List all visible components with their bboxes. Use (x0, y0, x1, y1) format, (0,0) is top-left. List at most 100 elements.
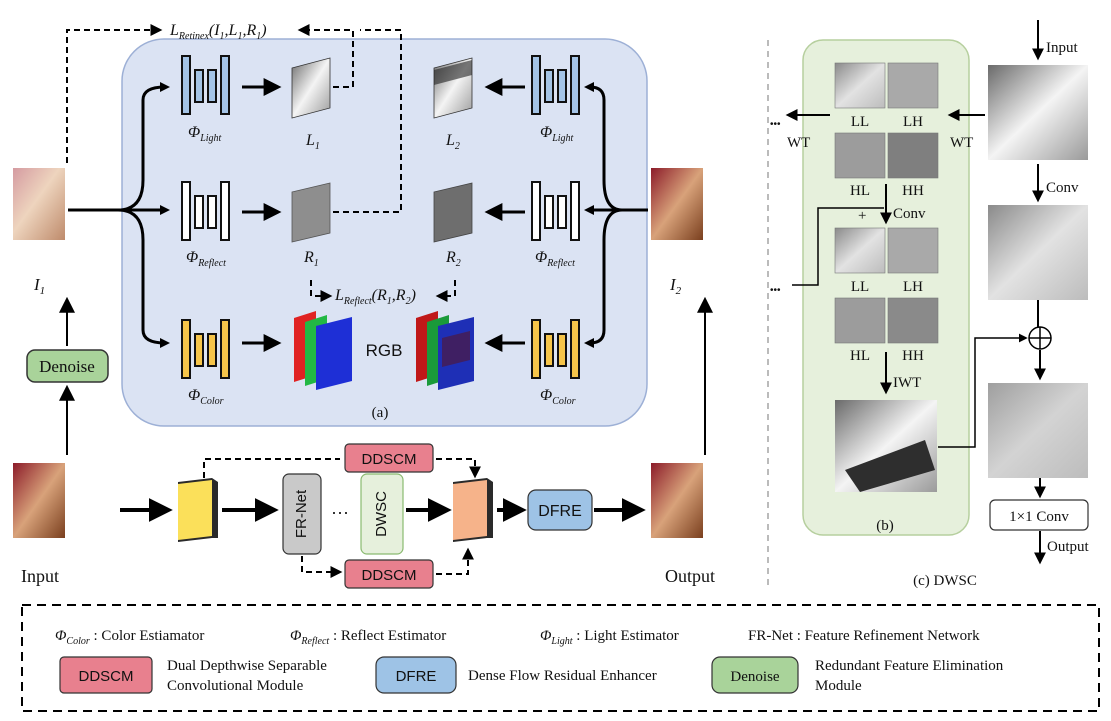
conv1x1-label: 1×1 Conv (1009, 509, 1069, 525)
legend-dfre-desc: Dense Flow Residual Enhancer (468, 668, 657, 684)
output-label: Output (665, 566, 715, 586)
panel-c-label: (c) DWSC (913, 573, 977, 589)
iwt-output-image (835, 400, 937, 492)
phi-light-label-right: ΦLight (540, 124, 574, 144)
image-i2-label: I2 (669, 275, 682, 297)
retinex-loss-label: LRetinex(I1,L1,R1) (169, 22, 267, 42)
image-i1-label: I1 (33, 275, 45, 297)
retinex-loss-path-r1 (333, 29, 402, 213)
ddscm-top-to-concat (436, 458, 481, 479)
image-c-conv (988, 205, 1088, 300)
branch-arrows-left (68, 85, 166, 345)
legend-box (21, 604, 1100, 712)
ddscm-label-bottom: DDSCM (362, 567, 417, 584)
image-i1 (13, 168, 65, 240)
estimator-light-right (531, 55, 580, 115)
hh-label-top: HH (902, 183, 924, 199)
sum-node (1028, 326, 1052, 350)
hh-label-bottom: HH (902, 348, 924, 364)
hl-label-top: HL (850, 183, 870, 199)
retinex-loss-path-left (66, 24, 163, 163)
image-output (651, 463, 703, 538)
legend-dfre-label: DFRE (396, 668, 437, 685)
conv-label-b: Conv (893, 206, 926, 222)
frnet-label: FR-Net (293, 489, 310, 538)
legend-frnet: FR-Net : Feature Refinement Network (748, 628, 980, 644)
retinex-loss-path-l1 (297, 24, 354, 88)
image-c-sum (988, 383, 1088, 478)
ddscm-label-top: DDSCM (362, 451, 417, 468)
dots-top: ••• (770, 119, 781, 130)
iwt-label: IWT (893, 375, 921, 391)
frnet-box (282, 473, 322, 555)
map-l1-label: L1 (305, 132, 320, 152)
legend-denoise-desc-2: Module (815, 678, 862, 694)
wt-label-right: WT (950, 135, 973, 151)
legend-ddscm-desc-2: Convolutional Module (167, 678, 304, 694)
conv-label-c: Conv (1046, 180, 1079, 196)
legend-denoise-label: Denoise (730, 669, 779, 685)
ddscm-bottom-to-concat (436, 547, 474, 575)
lh-label-bottom: LH (903, 279, 923, 295)
feature-block-orange (453, 478, 493, 542)
map-l2-label: L2 (445, 132, 460, 152)
feature-block-yellow (178, 478, 218, 542)
rgb-label: RGB (366, 341, 403, 360)
denoise-label: Denoise (39, 357, 95, 376)
estimator-light-left (181, 55, 230, 115)
dfre-label: DFRE (538, 503, 582, 520)
map-r1-label: R1 (303, 249, 319, 269)
phi-reflect-label-right: ΦReflect (535, 249, 575, 269)
lh-label-top: LH (903, 114, 923, 130)
phi-color-label-right: ΦColor (540, 387, 576, 407)
estimator-reflect-right (531, 181, 580, 241)
dots-line-to-sum (792, 207, 884, 286)
estimator-color-right (531, 319, 580, 379)
skip-dashed-bottom (301, 556, 343, 578)
wavelet-subbands-bottom (834, 227, 939, 344)
ddscm-box-top (344, 443, 434, 473)
output-label-c: Output (1047, 539, 1090, 555)
map-l2 (433, 57, 473, 119)
estimator-color-left (181, 319, 230, 379)
estimator-reflect-left (181, 181, 230, 241)
wt-label-left: WT (787, 135, 810, 151)
plus-label: + (858, 208, 866, 224)
map-l1 (291, 57, 331, 119)
panel-a-background (121, 38, 648, 427)
ll-label-top: LL (851, 114, 869, 130)
reflect-loss-path-right (435, 280, 456, 302)
map-r2-label: R2 (445, 249, 461, 269)
branch-arrows-right (589, 85, 648, 345)
phi-color-label-left: ΦColor (188, 387, 224, 407)
image-input-left (13, 463, 65, 538)
panel-b-label: (b) (876, 518, 894, 534)
image-i2 (651, 168, 703, 240)
reflect-loss-label: LReflect(R1,R2) (334, 287, 416, 307)
legend-dfre-swatch (375, 656, 457, 694)
ellipsis: ··· (331, 502, 349, 522)
dfre-box (527, 489, 593, 531)
conv1x1-box (989, 499, 1089, 531)
legend-color: ΦColor : Color Estiamator (55, 628, 204, 647)
arrow-iwt-to-sum (938, 333, 1028, 448)
dwsc-box (360, 473, 404, 555)
input-label-c: Input (1046, 40, 1078, 56)
hl-label-bottom: HL (850, 348, 870, 364)
legend-denoise-desc-1: Redundant Feature Elimination (815, 658, 1004, 674)
dots-bottom: ••• (770, 285, 781, 296)
dwsc-label: DWSC (373, 491, 390, 537)
legend-ddscm-desc-1: Dual Depthwise Separable (167, 658, 327, 674)
skip-dashed-top (203, 458, 340, 478)
ddscm-box-bottom (344, 559, 434, 589)
denoise-box (26, 349, 109, 383)
ll-label-bottom: LL (851, 279, 869, 295)
legend-denoise-swatch (711, 656, 799, 694)
rgb-stack-left (294, 311, 352, 390)
rgb-stack-right (416, 311, 474, 390)
legend-ddscm-swatch (59, 656, 153, 694)
phi-reflect-label-left: ΦReflect (186, 249, 226, 269)
input-label-left: Input (21, 566, 59, 586)
legend-light: ΦLight : Light Estimator (540, 628, 679, 647)
